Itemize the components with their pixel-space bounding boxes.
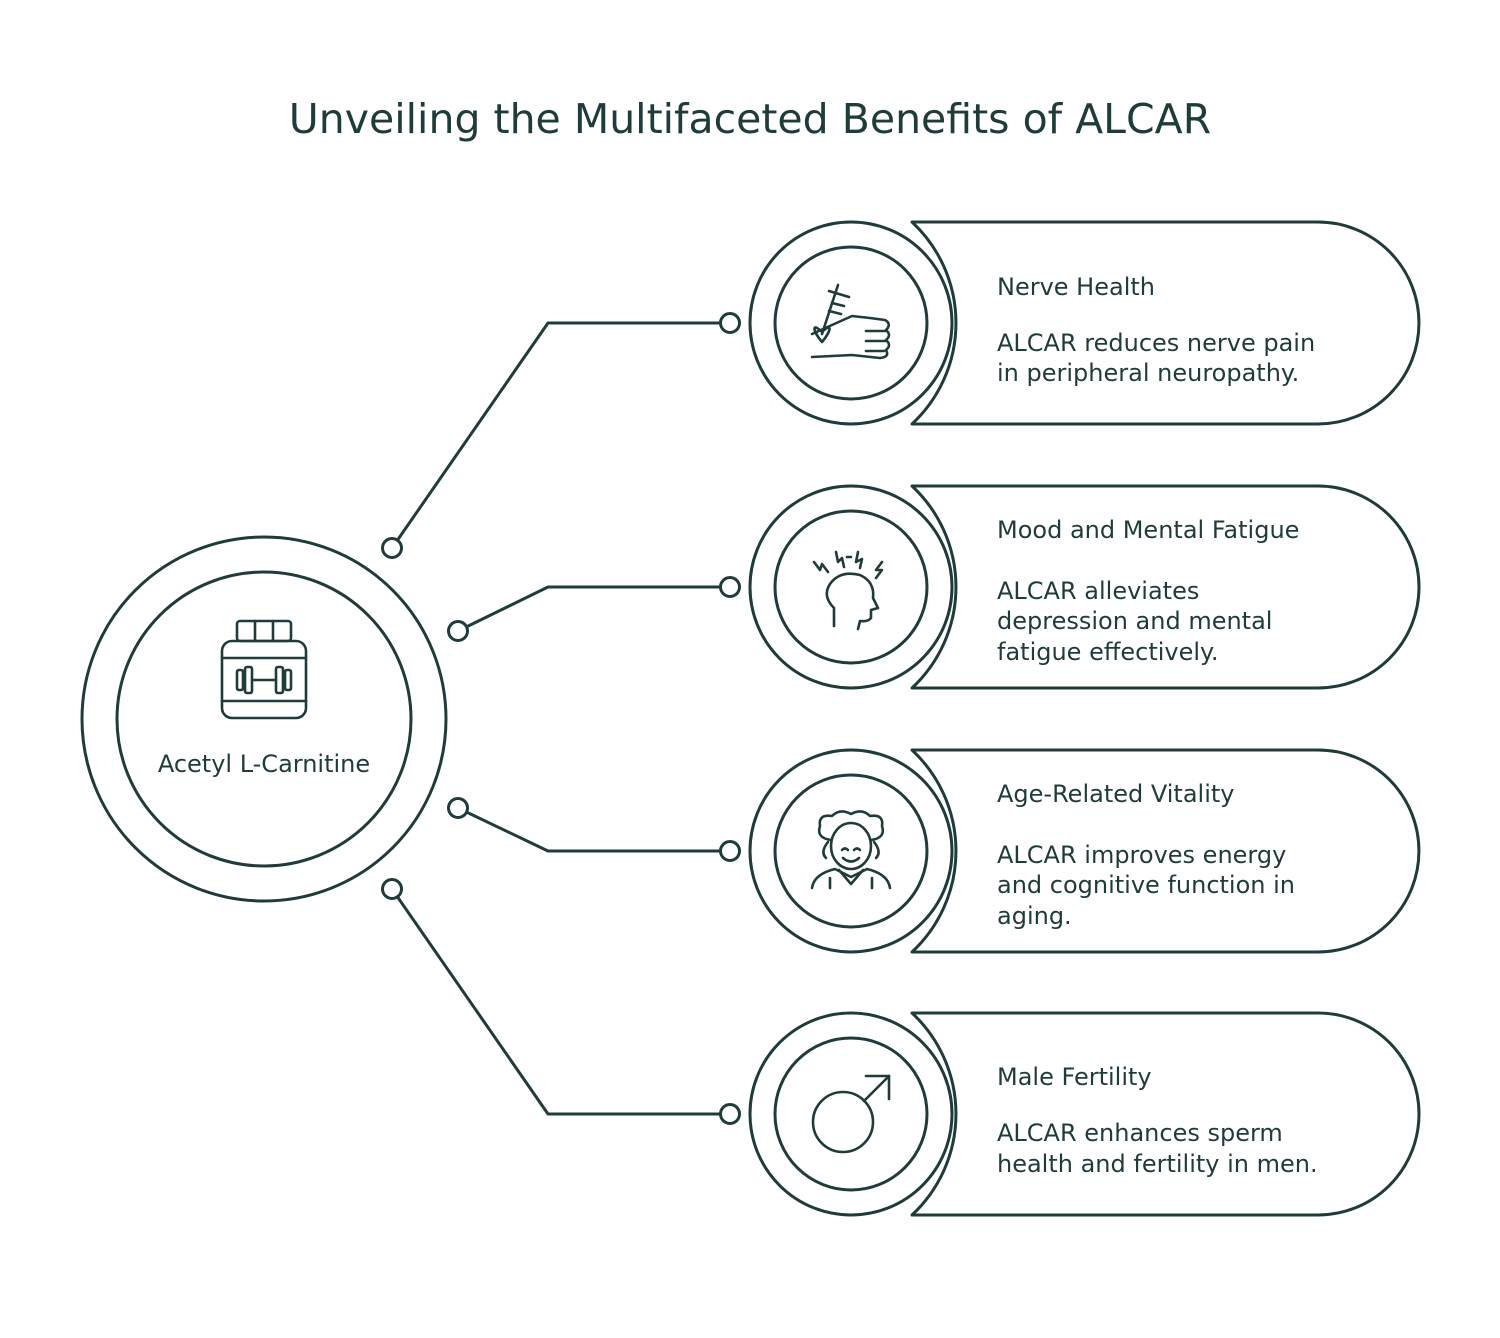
- card-dot-4: [719, 1103, 741, 1125]
- male-symbol-icon: [811, 1074, 891, 1154]
- card-inner-ring: [773, 773, 929, 929]
- page-title: Unveiling the Multifaceted Benefits of A…: [289, 95, 1211, 143]
- card-inner-ring: [773, 1036, 929, 1192]
- card-outer-ring: [748, 748, 954, 954]
- connector-4: [390, 887, 732, 1116]
- benefit-title: Nerve Health: [997, 273, 1155, 301]
- connectors: [390, 321, 732, 1116]
- card-outer-ring: [748, 484, 954, 690]
- benefit-description: ALCAR enhances sperm health and fertilit…: [997, 1119, 1318, 1178]
- hub-dot-3: [447, 797, 469, 819]
- hub-dot-2: [447, 620, 469, 642]
- elderly-person-icon: [810, 810, 892, 890]
- connector-3: [456, 806, 732, 853]
- connector-dots: [381, 312, 741, 1125]
- card-shape: [910, 748, 1421, 954]
- benefit-description: ALCAR reduces nerve pain in peripheral n…: [997, 329, 1323, 387]
- supplement-jar-dumbbell-icon: [220, 619, 308, 720]
- card-shape: [910, 220, 1421, 426]
- benefit-title: Male Fertility: [997, 1063, 1152, 1091]
- card-dot-3: [719, 840, 741, 862]
- benefit-title: Age-Related Vitality: [997, 780, 1234, 808]
- hub: Acetyl L-Carnitine: [80, 535, 448, 903]
- benefit-description: ALCAR improves energy and cognitive func…: [997, 841, 1303, 930]
- benefit-description: ALCAR alleviates depression and mental f…: [997, 577, 1280, 666]
- benefit-card-age-related-vitality: Age-Related Vitality ALCAR improves ener…: [748, 748, 1421, 954]
- connector-2: [456, 585, 732, 633]
- head-stress-icon: [812, 550, 884, 631]
- hub-outer-ring: [80, 535, 448, 903]
- card-shape: [910, 1011, 1421, 1217]
- card-shape: [910, 484, 1421, 690]
- benefit-card-nerve-health: Nerve Health ALCAR reduces nerve pain in…: [748, 220, 1421, 426]
- card-dot-2: [719, 576, 741, 598]
- hub-dot-1: [381, 537, 403, 559]
- hub-dot-4: [381, 878, 403, 900]
- card-inner-ring: [773, 509, 929, 665]
- benefit-title: Mood and Mental Fatigue: [997, 516, 1299, 544]
- benefit-card-mood-mental-fatigue: Mood and Mental Fatigue ALCAR alleviates…: [748, 484, 1421, 690]
- benefit-card-male-fertility: Male Fertility ALCAR enhances sperm heal…: [748, 1011, 1421, 1217]
- card-outer-ring: [748, 1011, 954, 1217]
- hub-label: Acetyl L-Carnitine: [158, 750, 370, 778]
- card-dot-1: [719, 312, 741, 334]
- card-inner-ring: [773, 245, 929, 401]
- card-outer-ring: [748, 220, 954, 426]
- connector-1: [390, 321, 732, 550]
- hub-inner-ring: [115, 570, 413, 868]
- reflex-hammer-fist-icon: [810, 283, 891, 360]
